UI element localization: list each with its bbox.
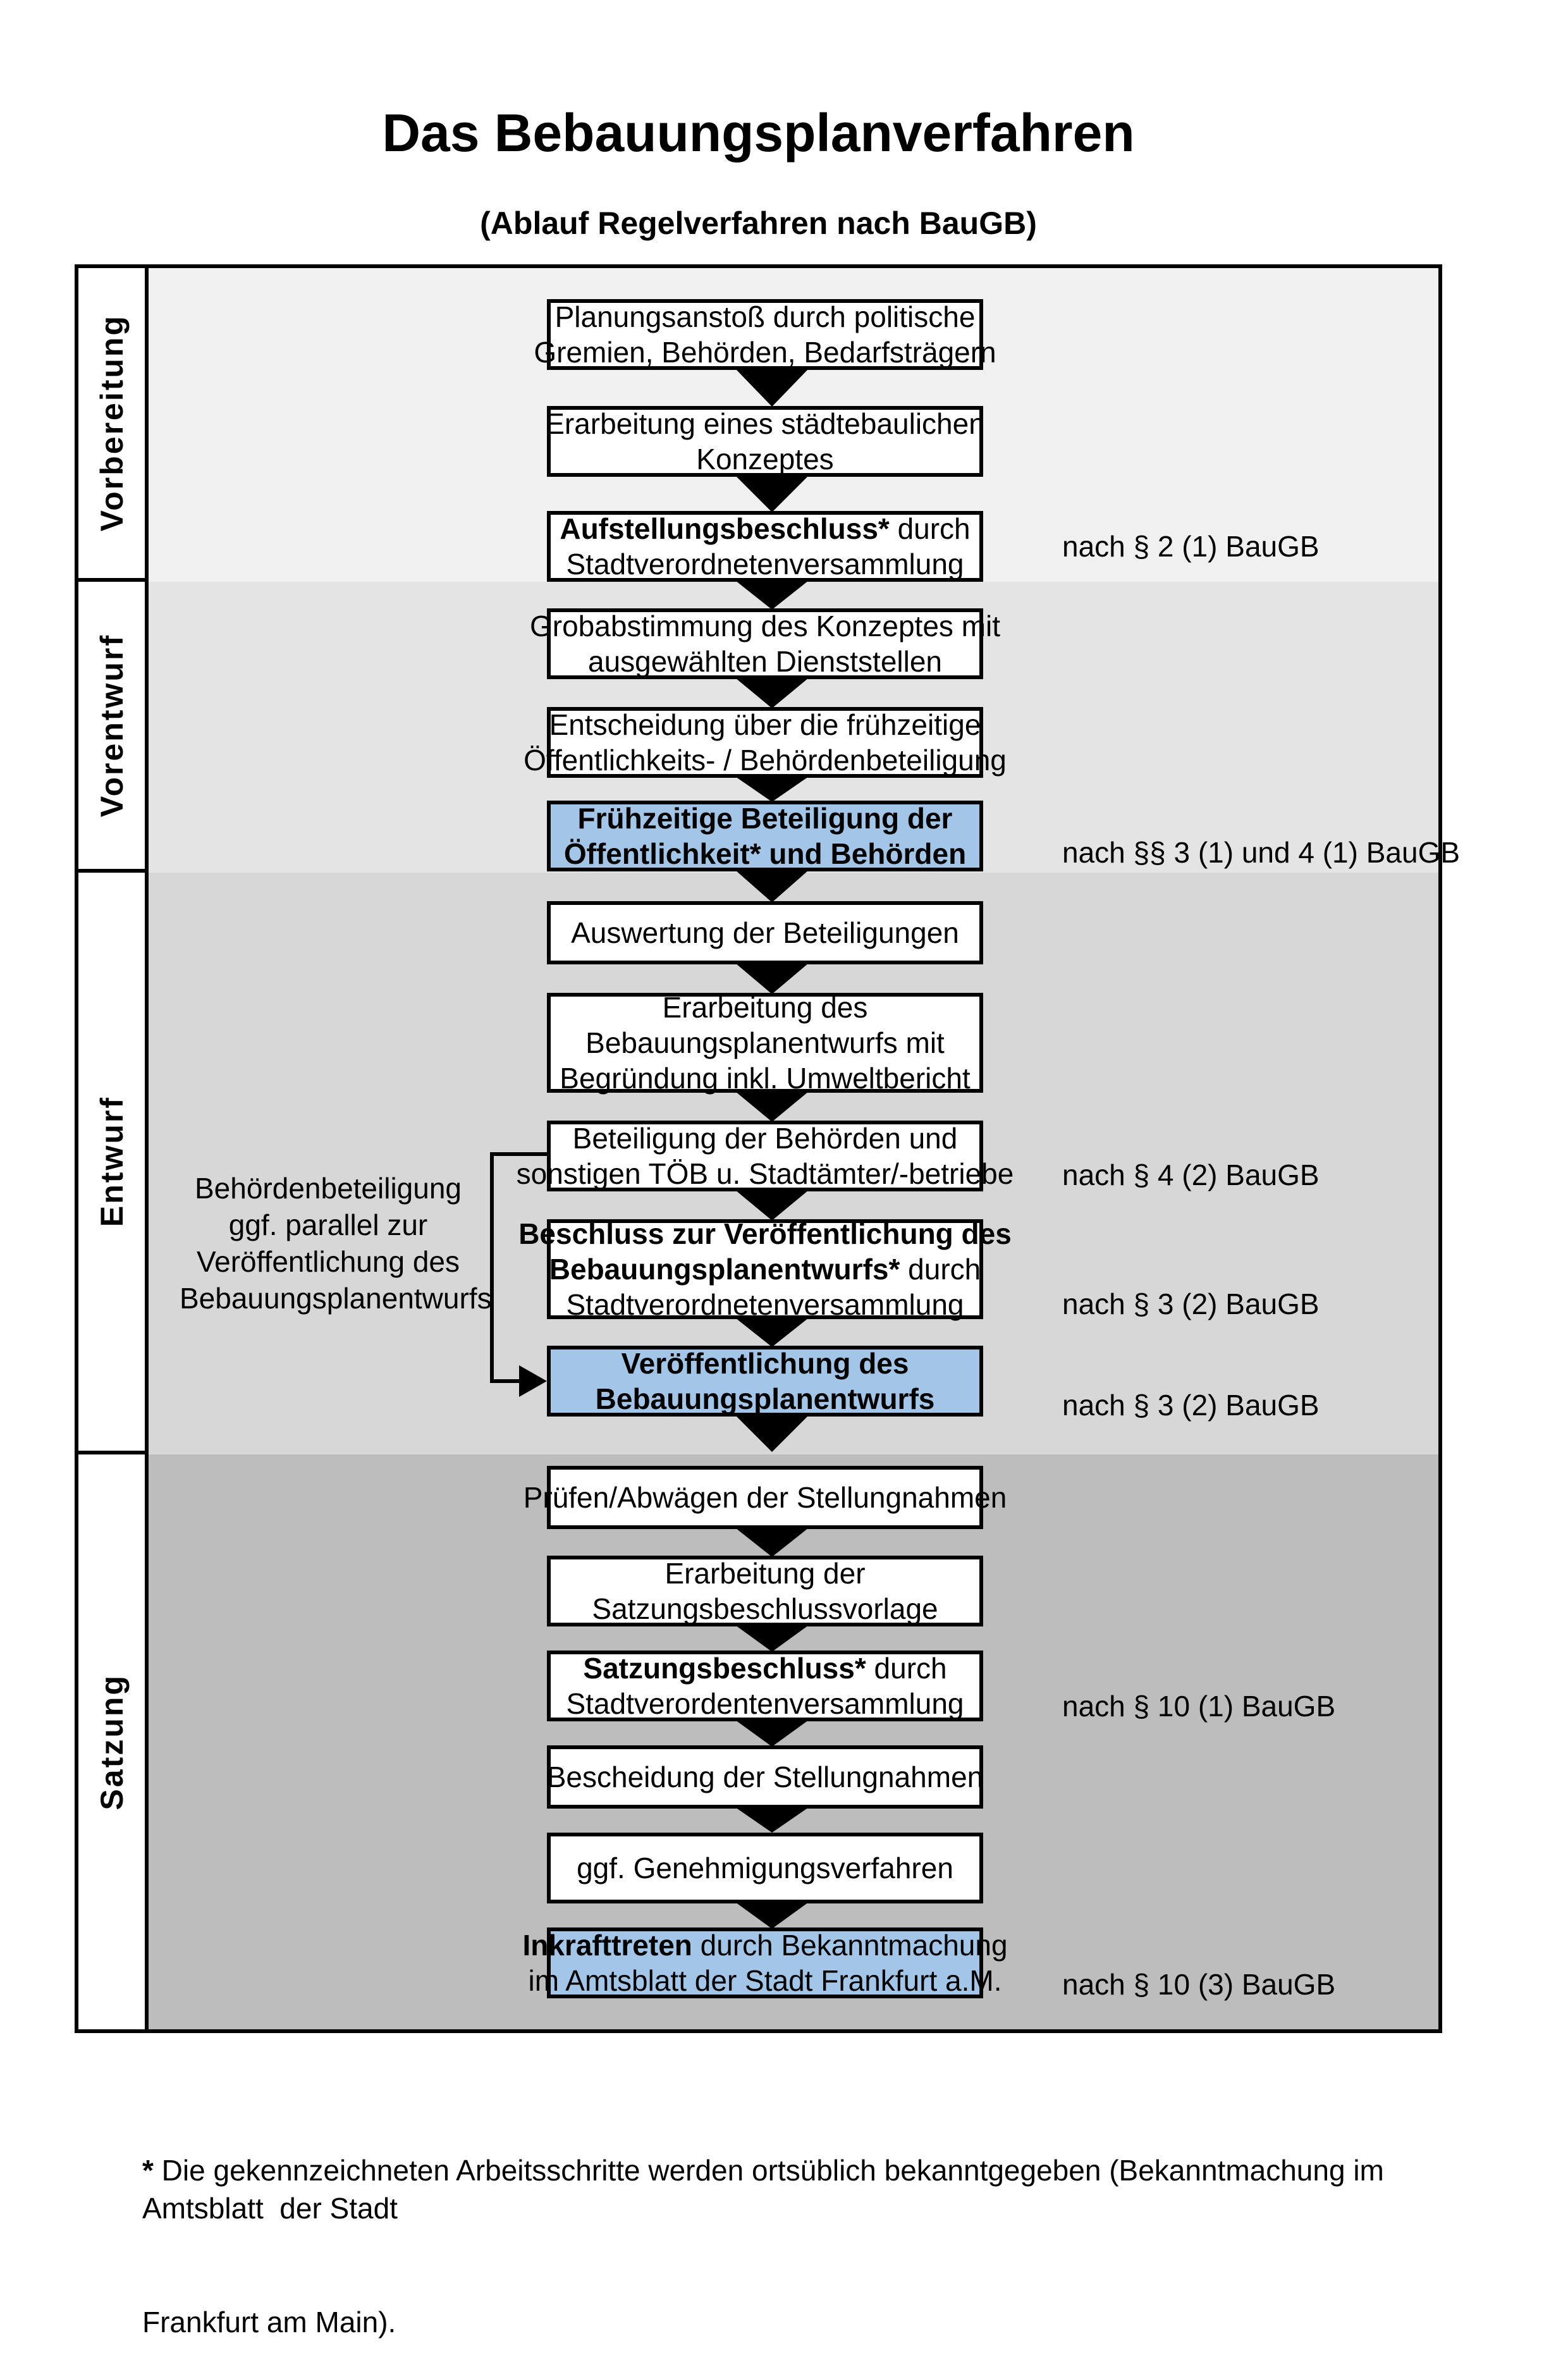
section-label-vorbereitung: Vorbereitung [94,314,130,532]
footnote-line-1: * Die gekennzeichneten Arbeitsschritte w… [142,2154,1391,2225]
flow-box-konzept-erarbeitung: Erarbeitung eines städtebaulichen Konzep… [545,406,985,477]
flow-box-inkrafttreten: Inkrafttreten durch Bekanntmachung im Am… [522,1927,1008,1998]
legal-ref-2: nach §§ 3 (1) und 4 (1) BauGB [1062,836,1461,869]
phase-cell-entwurf: Entwurf [78,873,145,1454]
title-text: Das Bebauungsplanverfahren [382,103,1135,163]
side-annotation-line: Bebauungsplanentwurfs [180,1282,492,1315]
flow-arrow-down [735,1190,809,1220]
box-text: Stadtverordentenversammlung [566,1687,964,1720]
connector-line-vertical [490,1152,494,1383]
flow-box-pruefen-abwaegen: Prüfen/Abwägen der Stellungnahmen [524,1466,1007,1529]
footnote-line-2: Frankfurt am Main). [142,2306,396,2339]
flow-box-grobabstimmung: Grobabstimmung des Konzeptes mit ausgewä… [530,608,1000,679]
box-text: Auswertung der Beteiligungen [571,916,959,949]
flow-box-behoerdenbeteiligung: Beteiligung der Behörden und sonstigen T… [517,1121,1014,1191]
section-label-vorentwurf: Vorentwurf [94,633,130,818]
box-text: Beschluss zur Veröffentlichung des [518,1217,1012,1250]
box-text: Bebauungsplanentwurfs* durch [549,1253,981,1286]
box-text: Satzungsbeschlussvorlage [592,1592,938,1625]
phase-cell-vorentwurf: Vorentwurf [78,582,145,873]
flow-arrow-down [735,1318,809,1347]
box-text: Öffentlichkeits- / Behördenbeteiligung [524,744,1007,777]
flow-box-veroeffentlichung: Veröffentlichung des Bebauungsplanentwur… [547,1346,983,1417]
box-text: Grobabstimmung des Konzeptes mit [529,610,1001,642]
subtitle-text: (Ablauf Regelverfahren nach BauGB) [480,206,1037,241]
section-label-satzung: Satzung [94,1673,130,1810]
box-text: Frühzeitige Beteiligung der [577,802,953,835]
flow-box-bescheidung: Bescheidung der Stellungnahmen [547,1745,983,1809]
flow-box-planungsanstoss: Planungsanstoß durch politische Gremien,… [534,299,996,370]
box-text: Bescheidung der Stellungnahmen [546,1761,984,1793]
flow-arrow-down [735,1720,809,1747]
box-text: sonstigen TÖB u. Stadtämter/-betriebe [516,1157,1014,1190]
flow-arrow-down [735,581,809,610]
flow-arrow-down [735,476,809,512]
flow-arrow-down [735,369,809,407]
side-annotation-line: ggf. parallel zur [228,1208,428,1241]
box-text: ggf. Genehmigungsverfahren [577,1852,953,1884]
legal-ref-6: nach § 10 (1) BauGB [1062,1690,1336,1723]
box-text: Erarbeitung des [662,991,868,1024]
box-text: Bebauungsplanentwurfs mit [585,1026,945,1059]
flow-arrow-down [735,1091,809,1122]
flow-arrow-down [735,870,809,902]
flow-box-satzungsvorlage: Erarbeitung der Satzungsbeschlussvorlage [547,1556,983,1626]
flow-arrow-down [735,1625,809,1652]
box-text: Stadtverordnetenversammlung [566,548,964,581]
flow-arrow-down [735,678,809,708]
side-annotation-line: Behördenbeteiligung [194,1172,462,1205]
side-annotation-line: Veröffentlichung des [196,1245,460,1278]
connector-line-bottom [490,1379,522,1383]
box-text: Entscheidung über die frühzeitige [549,708,981,741]
box-text: Veröffentlichung des [621,1347,909,1380]
box-text: Planungsanstoß durch politische [554,300,976,333]
flow-box-fruehzeitige-beteiligung: Frühzeitige Beteiligung der Öffentlichke… [547,801,983,871]
page-title: Das Bebauungsplanverfahren [75,101,1442,164]
box-text: Prüfen/Abwägen der Stellungnahmen [523,1481,1007,1514]
process-diagram-frame: Vorbereitung Vorentwurf Entwurf Satzung … [75,264,1460,2033]
box-text: Inkrafttreten durch Bekanntmachung [522,1929,1008,1962]
legal-ref-1: nach § 2 (1) BauGB [1062,530,1320,563]
box-text: Bebauungsplanentwurfs [595,1382,935,1415]
flow-box-entscheidung-beteiligung: Entscheidung über die frühzeitige Öffent… [524,707,1007,778]
flow-arrow-down [735,777,809,802]
box-text: Aufstellungsbeschluss* durch [560,512,971,545]
box-text: ausgewählten Dienststellen [587,645,943,678]
box-text: Beteiligung der Behörden und [572,1122,958,1155]
footnote: * Die gekennzeichneten Arbeitsschritte w… [142,2075,1400,2379]
side-annotation: Behördenbeteiligung ggf. parallel zur Ve… [180,1170,492,1317]
flow-arrow-down [735,1415,809,1452]
flow-box-auswertung: Auswertung der Beteiligungen [547,901,983,964]
connector-arrowhead-right [519,1365,547,1397]
phase-label-column: Vorbereitung Vorentwurf Entwurf Satzung [78,268,149,2029]
box-text: Begründung inkl. Umweltbericht [560,1062,971,1095]
box-text: Satzungsbeschluss* durch [583,1652,947,1685]
flow-arrow-down [735,963,809,994]
legal-ref-7: nach § 10 (3) BauGB [1062,1968,1336,2001]
box-text: im Amtsblatt der Stadt Frankfurt a.M. [528,1964,1002,1997]
box-text: Erarbeitung eines städtebaulichen [545,407,985,440]
flow-box-entwurf-erarbeitung: Erarbeitung des Bebauungsplanentwurfs mi… [547,991,983,1095]
phase-cell-vorbereitung: Vorbereitung [78,268,145,582]
box-text: Stadtverordnetenversammlung [566,1288,964,1321]
box-text: Gremien, Behörden, Bedarfsträgern [534,336,996,369]
box-text: Öffentlichkeit* und Behörden [563,837,967,870]
box-text: Erarbeitung der [665,1557,866,1590]
legal-ref-5: nach § 3 (2) BauGB [1062,1389,1320,1422]
flow-arrow-down [735,1902,809,1929]
legal-ref-3: nach § 4 (2) BauGB [1062,1159,1320,1191]
flow-arrow-down [735,1807,809,1833]
phase-cell-satzung: Satzung [78,1454,145,2029]
box-text: Konzeptes [696,443,834,476]
section-label-entwurf: Entwurf [94,1096,130,1227]
connector-line-top [490,1152,547,1156]
flow-box-veroeffentlichungsbeschluss: Beschluss zur Veröffentlichung des Bebau… [518,1217,1012,1321]
legal-ref-4: nach § 3 (2) BauGB [1062,1288,1320,1320]
page-subtitle: (Ablauf Regelverfahren nach BauGB) [75,204,1442,243]
flow-box-aufstellungsbeschluss: Aufstellungsbeschluss* durch Stadtverord… [547,511,983,582]
flow-arrow-down [735,1528,809,1557]
flow-box-genehmigungsverfahren: ggf. Genehmigungsverfahren [547,1833,983,1903]
flow-box-satzungsbeschluss: Satzungsbeschluss* durch Stadtverordente… [547,1651,983,1721]
